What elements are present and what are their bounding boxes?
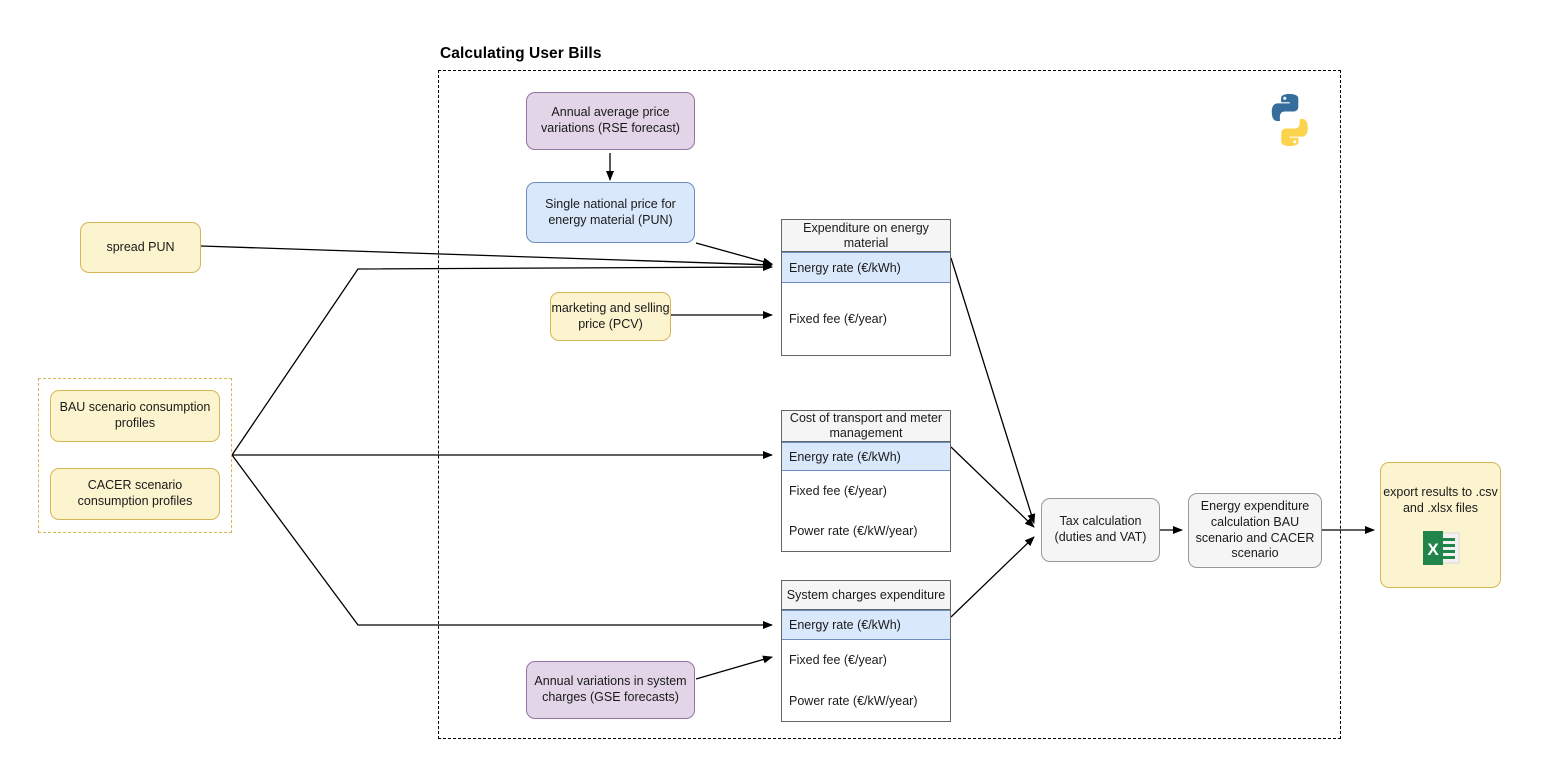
excel-file-icon: X (1421, 530, 1461, 566)
process-energy-expenditure[interactable]: Energy expenditure calculation BAU scena… (1188, 493, 1322, 568)
table-header: Cost of transport and meter management (782, 411, 950, 442)
input-cacer-profiles[interactable]: CACER scenario consumption profiles (50, 468, 220, 520)
table-row[interactable]: Fixed fee (€/year) (789, 484, 887, 498)
python-logo-icon (1258, 88, 1322, 152)
input-pcv[interactable]: marketing and selling price (PCV) (550, 292, 671, 341)
table-header: System charges expenditure (782, 581, 950, 610)
output-export-results[interactable]: export results to .csv and .xlsx files X (1380, 462, 1501, 588)
table-row[interactable]: Fixed fee (€/year) (789, 312, 887, 326)
svg-text:X: X (1427, 540, 1439, 559)
process-tax-calculation[interactable]: Tax calculation (duties and VAT) (1041, 498, 1160, 562)
table-cost-transport-meter: Cost of transport and meter management E… (781, 410, 951, 552)
consumption-profiles-group (38, 378, 232, 533)
table-system-charges: System charges expenditure Energy rate (… (781, 580, 951, 722)
table-header: Expenditure on energy material (782, 220, 950, 252)
page-title: Calculating User Bills (440, 45, 602, 62)
input-bau-profiles[interactable]: BAU scenario consumption profiles (50, 390, 220, 442)
table-row[interactable]: Power rate (€/kW/year) (789, 524, 918, 538)
forecast-gse[interactable]: Annual variations in system charges (GSE… (526, 661, 695, 719)
node-pun[interactable]: Single national price for energy materia… (526, 182, 695, 243)
calculating-user-bills-container (438, 70, 1341, 739)
table-row[interactable]: Energy rate (€/kWh) (782, 252, 950, 283)
table-row[interactable]: Energy rate (€/kWh) (782, 442, 950, 471)
input-spread-pun[interactable]: spread PUN (80, 222, 201, 273)
table-expenditure-energy-material: Expenditure on energy material Energy ra… (781, 219, 951, 356)
table-row[interactable]: Power rate (€/kW/year) (789, 693, 918, 708)
table-row[interactable]: Fixed fee (€/year) (789, 653, 887, 667)
forecast-rse[interactable]: Annual average price variations (RSE for… (526, 92, 695, 150)
table-row[interactable]: Energy rate (€/kWh) (782, 610, 950, 640)
